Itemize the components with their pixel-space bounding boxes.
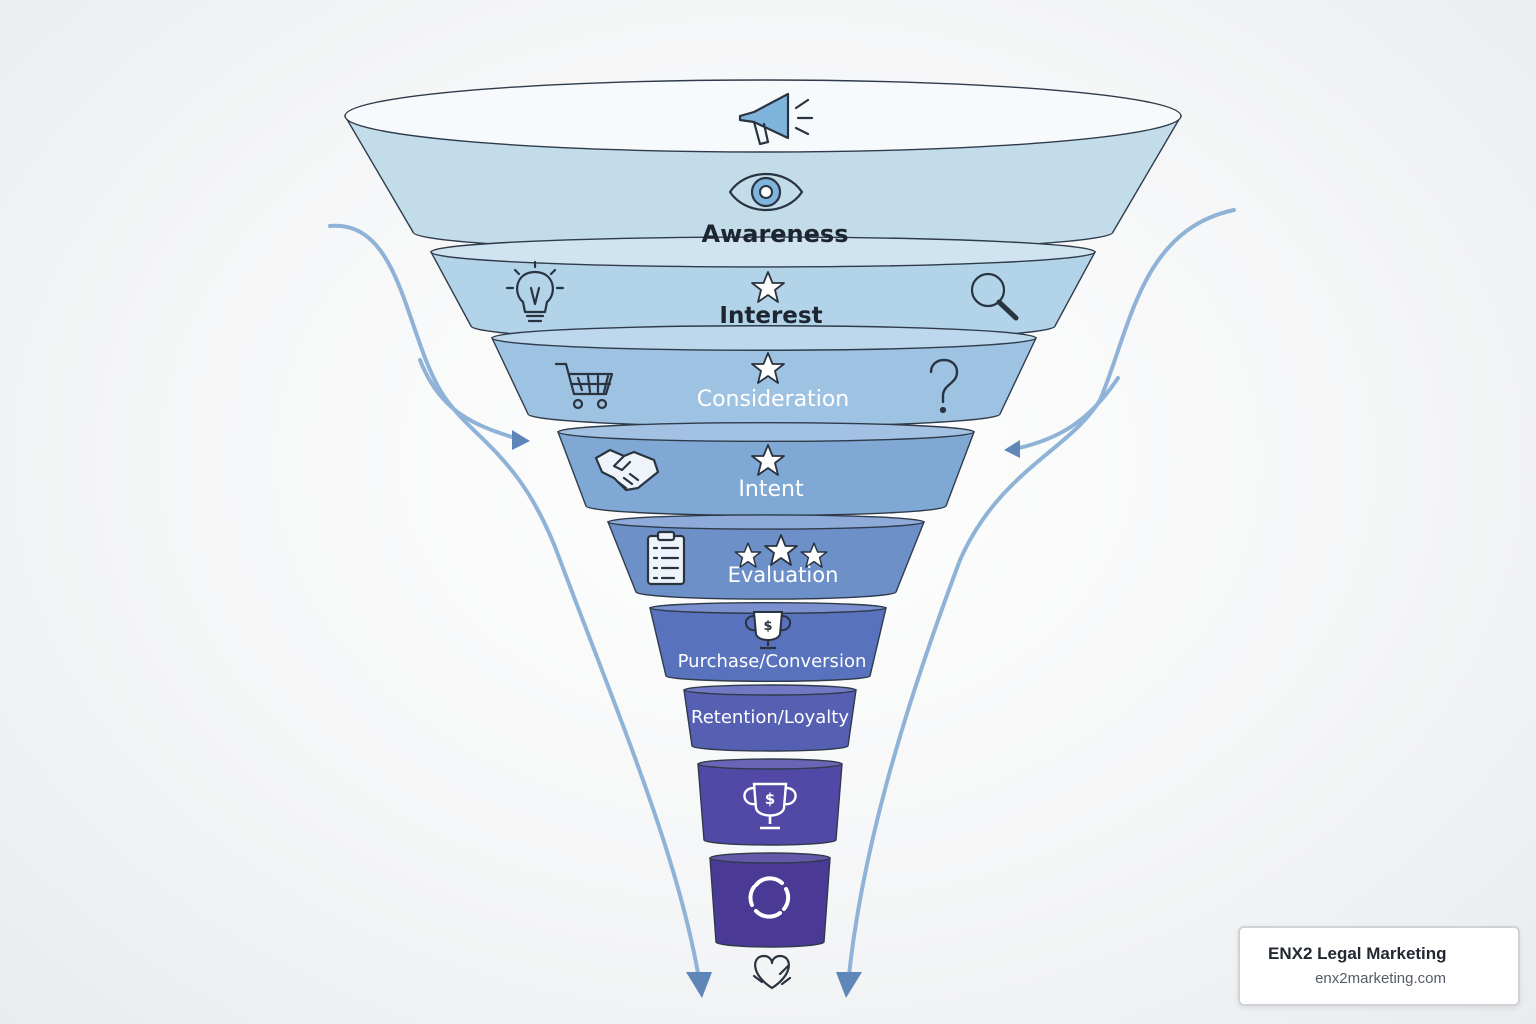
right-outer-arrow-curve: [846, 208, 1236, 987]
trophy-dollar-icon: $: [745, 611, 791, 650]
funnel-layer-4-rim: [557, 421, 975, 443]
right-arrow-head: [836, 972, 862, 998]
funnel-layer-8-rim: [697, 758, 843, 770]
three-stars-icon: [734, 534, 828, 568]
star-icon: [751, 352, 785, 384]
stage-label-awareness: Awareness: [702, 220, 849, 248]
arrow-heads: [512, 430, 1020, 998]
stage-icons: $ $: [505, 92, 1019, 990]
magnifier-icon: [970, 272, 1019, 321]
stage-label-purchase-conversion: Purchase/Conversion: [678, 651, 867, 672]
funnel-layer-7: [683, 689, 857, 752]
funnel-layer-2-rim: [430, 236, 1096, 268]
stage-label-retention-loyalty: Retention/Loyalty: [691, 707, 849, 728]
heart-hands-icon: [752, 954, 792, 990]
right-inner-arrow-head: [1004, 440, 1020, 458]
shopping-cart-icon: [554, 362, 614, 410]
brand-name: ENX2 Legal Marketing: [1268, 944, 1447, 963]
clipboard-icon: [646, 530, 686, 586]
star-icon: [751, 271, 785, 303]
funnel-layer-3: [490, 337, 1038, 427]
question-mark-icon: [929, 358, 959, 414]
funnel-layer-5-rim: [607, 514, 925, 530]
stage-label-interest: Interest: [719, 303, 822, 329]
flow-arrows: [328, 208, 1236, 987]
funnel-layer-9-rim: [709, 852, 831, 864]
svg-text:$: $: [763, 619, 772, 634]
stage-label-consideration: Consideration: [697, 387, 850, 412]
right-inner-arrow-curve: [1008, 376, 1120, 452]
svg-text:$: $: [765, 790, 775, 808]
stage-labels: Awareness Interest Consideration Intent …: [678, 220, 867, 728]
megaphone-icon: [738, 92, 814, 146]
brand-card: ENX2 Legal Marketing enx2marketing.com: [1238, 926, 1520, 1006]
eye-icon: [728, 172, 804, 212]
brand-url[interactable]: enx2marketing.com: [1315, 970, 1446, 987]
funnel-layer-8: [697, 763, 843, 846]
star-icon: [751, 444, 785, 476]
trophy-dollar-icon: $: [743, 782, 797, 830]
left-inner-arrow-curve: [418, 358, 524, 442]
funnel-layer-7-rim: [683, 684, 857, 696]
stage-label-intent: Intent: [738, 477, 804, 502]
cycle-icon: [748, 876, 791, 919]
lightbulb-icon: [505, 260, 565, 323]
left-outer-arrow-curve: [328, 223, 702, 987]
funnel-layer-5: [606, 521, 926, 600]
funnel-layer-3-rim: [491, 325, 1037, 351]
handshake-icon: [594, 448, 660, 492]
left-inner-arrow-head: [512, 430, 530, 450]
stage-label-evaluation: Evaluation: [728, 563, 839, 587]
funnel-layer-9: [709, 857, 831, 948]
left-arrow-head: [686, 972, 712, 998]
